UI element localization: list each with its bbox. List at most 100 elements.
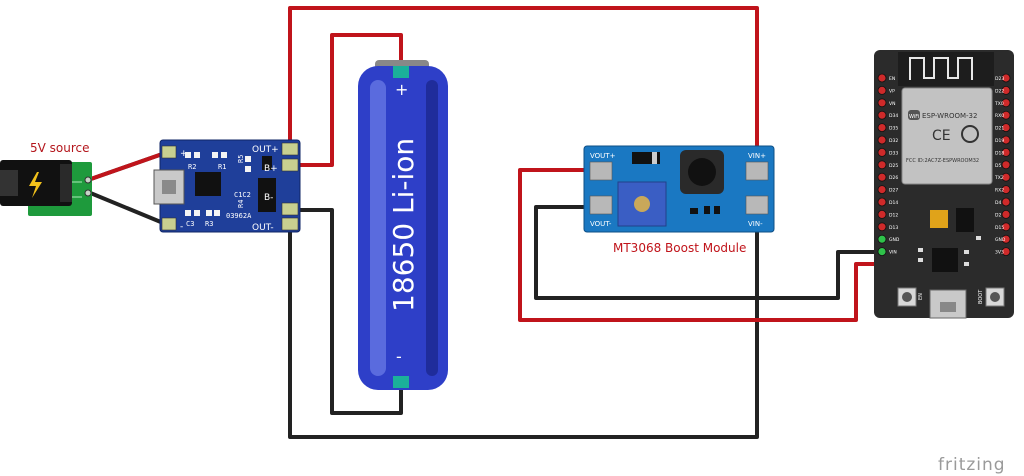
esp32-pin-label: VIN: [889, 250, 897, 256]
svg-text:EN: EN: [918, 293, 924, 300]
esp32-pin-label: D21: [995, 126, 1004, 132]
esp32-pin-left-vin: [877, 247, 887, 257]
esp32-pin-label: D34: [889, 113, 898, 119]
wire-source-plus-red: [87, 150, 169, 182]
esp32-pin-label: VP: [889, 88, 895, 94]
esp32-pin-right-d19: [1001, 135, 1011, 145]
svg-text:R5: R5: [237, 155, 245, 163]
svg-text:R3: R3: [205, 220, 213, 228]
esp32-pin-right-d18: [1001, 147, 1011, 157]
svg-text:VOUT+: VOUT+: [590, 152, 616, 160]
esp32-pin-right-d21: [1001, 123, 1011, 132]
svg-text:R4: R4: [237, 200, 245, 208]
fcc-id: FCC ID:2AC7Z-ESPWROOM32: [906, 158, 979, 164]
svg-text:VIN+: VIN+: [748, 152, 766, 160]
svg-text:B-: B-: [264, 193, 273, 203]
svg-text:VOUT-: VOUT-: [590, 220, 612, 228]
svg-text:BOOT: BOOT: [978, 289, 984, 304]
wire-out-plus-to-vin-plus: [288, 6, 759, 152]
battery-label: 18650 Li-ion: [387, 138, 420, 312]
ce-mark: CE: [932, 128, 951, 144]
esp32-pin-left-vn: [877, 98, 887, 108]
esp32-pin-label: D22: [995, 88, 1004, 94]
esp32-pin-right-3v3: [1001, 247, 1011, 257]
esp32-pin-right-rx2: [1001, 185, 1011, 195]
esp32-pin-left-d34: [877, 110, 887, 120]
esp32-pin-left-d32: [877, 135, 887, 145]
esp32-pin-label: D12: [889, 212, 898, 218]
charger-ic: [195, 172, 221, 196]
charger-module: + - R2 R1 C1C2 C3 R3 03962A R5 R4: [153, 139, 301, 233]
svg-text:OUT+: OUT+: [252, 145, 279, 155]
wire-vout-plus-to-esp-vin: [518, 168, 882, 322]
esp32-pin-left-en: [877, 73, 887, 83]
esp32-pin-label: D25: [889, 163, 898, 169]
esp32-pin-label: VN: [889, 101, 895, 107]
wires: [87, 6, 882, 439]
esp32-pin-label: D27: [889, 188, 898, 194]
wire-source-minus: [87, 190, 169, 227]
esp32-pin-label: GND: [889, 237, 900, 243]
esp32-pin-label: D5: [995, 163, 1001, 169]
esp32-pin-label: RX2: [995, 188, 1004, 194]
esp32-pin-label: RX0: [995, 113, 1004, 119]
esp32-pin-left-d35: [877, 123, 887, 132]
battery-plus-label: +: [395, 80, 408, 99]
fritzing-watermark: fritzing: [938, 455, 1006, 475]
esp32-pin-right-d22: [1001, 86, 1011, 95]
wire-bminus-to-battery-minus: [290, 208, 403, 415]
esp32-pin-label: D26: [889, 175, 898, 181]
esp32-pin-right-gnd: [1001, 234, 1011, 244]
module-name: ESP-WROOM-32: [922, 112, 977, 120]
lightning-icon: [29, 172, 42, 198]
boost-module: VOUT+ VOUT- VIN+ VIN- MT3068 Boost Modul…: [583, 145, 775, 255]
svg-text:R1: R1: [218, 163, 226, 171]
svg-text:VIN-: VIN-: [748, 220, 763, 228]
power-source: 5V source: [0, 141, 92, 216]
esp32-pin-label: EN: [889, 76, 895, 82]
esp32-pin-label: D32: [889, 138, 898, 144]
esp32-pin-left-d14: [877, 197, 887, 207]
source-label: 5V source: [30, 141, 90, 155]
esp32-pin-right-d4: [1001, 197, 1011, 207]
esp32-board: ESP-WROOM-32 WiFi CE FCC ID:2AC7Z-ESPWRO…: [874, 50, 1014, 319]
esp32-pin-label: D2: [995, 212, 1001, 218]
esp32-pin-label: D13: [889, 225, 898, 231]
esp32-pin-label: D15: [995, 225, 1004, 231]
svg-text:-: -: [180, 222, 183, 232]
svg-text:C1C2: C1C2: [234, 191, 251, 199]
antenna-trace: [909, 57, 973, 80]
esp32-pin-left-d13: [877, 222, 887, 232]
wire-out-minus-to-vin-minus: [288, 210, 759, 439]
esp32-pin-left-d26: [877, 172, 887, 182]
esp32-pin-label: TX0: [994, 101, 1004, 107]
esp32-pin-right-rx0: [1001, 110, 1011, 120]
battery: + - 18650 Li-ion: [358, 60, 448, 390]
esp-logo-icon: [961, 125, 979, 143]
esp32-pin-left-gnd: [877, 234, 887, 244]
svg-text:B+: B+: [264, 164, 278, 174]
esp32-pin-left-d33: [877, 147, 887, 157]
esp32-pin-label: D4: [995, 200, 1001, 206]
esp32-pin-label: D14: [889, 200, 898, 206]
esp32-pin-label: 3V3: [995, 250, 1004, 256]
esp32-pin-label: D35: [889, 126, 898, 132]
esp32-pin-label: D23: [995, 76, 1004, 82]
esp32-pin-label: TX2: [994, 175, 1004, 181]
esp32-pin-label: D18: [995, 150, 1004, 156]
wire-vout-minus-to-esp-gnd: [534, 205, 882, 300]
esp32-pin-right-d5: [1001, 160, 1011, 170]
esp32-pin-left-vp: [877, 86, 887, 95]
esp32-pin-left-d25: [877, 160, 887, 170]
esp32-pin-label: GND: [995, 237, 1006, 243]
svg-text:03962A: 03962A: [226, 212, 252, 220]
svg-text:C3: C3: [186, 220, 194, 228]
battery-minus-label: -: [396, 347, 402, 366]
svg-text:+: +: [180, 149, 188, 159]
esp32-pin-right-tx2: [1001, 172, 1011, 182]
wire-bplus-to-battery-plus: [290, 33, 403, 167]
svg-text:R2: R2: [188, 163, 196, 171]
esp32-pin-right-tx0: [1001, 98, 1011, 108]
esp32-pin-label: D19: [995, 138, 1004, 144]
